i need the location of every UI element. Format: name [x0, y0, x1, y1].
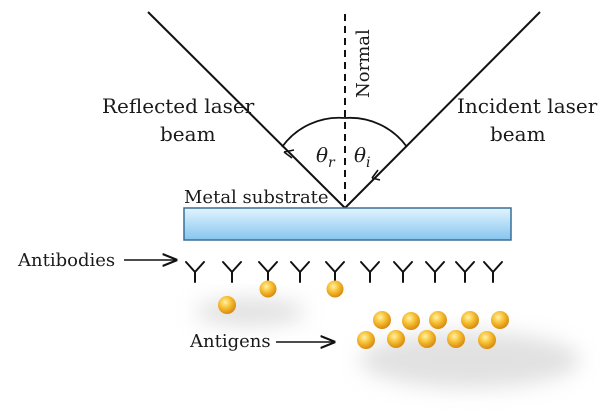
antibody-shape: [258, 261, 278, 283]
antibody: [185, 261, 205, 283]
antibody-shape: [290, 261, 310, 283]
metal-substrate-label: Metal substrate: [184, 187, 329, 208]
antibody: [258, 261, 278, 298]
antigen-shadow-left: [195, 298, 305, 326]
free-antigen: [218, 296, 236, 314]
reflected-label-line2: beam: [160, 122, 216, 146]
antibody-shape: [455, 261, 475, 283]
antibody-shape: [222, 261, 242, 283]
antibody: [222, 261, 242, 283]
incident-beam: [344, 11, 541, 209]
theta-r-arrowhead: [283, 149, 295, 159]
free-antigen: [429, 311, 447, 329]
antibody-shape: [360, 261, 380, 283]
antibody-shape: [425, 261, 445, 283]
normal-label: Normal: [353, 29, 374, 98]
antibody-shape: [185, 261, 205, 283]
antibody-shape: [483, 261, 503, 283]
theta-i-label: θi: [354, 143, 371, 171]
theta-r-arc: [281, 116, 346, 148]
theta-i-arc: [344, 116, 408, 148]
bound-antigen: [326, 280, 344, 298]
antibody-row: [185, 261, 503, 298]
antibody: [360, 261, 380, 283]
antibody-shape: [393, 261, 413, 283]
free-antigen: [447, 330, 465, 348]
antibody: [455, 261, 475, 283]
antibody: [290, 261, 310, 283]
antibody: [325, 261, 345, 298]
antibodies-label: Antibodies: [17, 250, 115, 271]
incident-label-line2: beam: [490, 122, 546, 146]
free-antigen: [491, 311, 509, 329]
bound-antigen: [259, 280, 277, 298]
theta-r-label: θr: [316, 143, 336, 171]
free-antigen: [387, 330, 405, 348]
free-antigen: [402, 312, 420, 330]
free-antigen: [461, 311, 479, 329]
reflected-label-line1: Reflected laser: [102, 94, 255, 118]
free-antigen-cluster: [218, 296, 509, 349]
incident-label-line1: Incident laser: [457, 94, 598, 118]
metal-substrate: [183, 207, 512, 241]
free-antigen: [357, 331, 375, 349]
antigens-label: Antigens: [189, 331, 271, 352]
antigen-shadow-right: [360, 332, 580, 388]
antibody: [425, 261, 445, 283]
theta-i-arrowhead: [371, 169, 381, 181]
free-antigen: [418, 330, 436, 348]
antibody: [483, 261, 503, 283]
reflected-beam: [147, 11, 346, 209]
free-antigen: [478, 331, 496, 349]
antibody: [393, 261, 413, 283]
free-antigen: [373, 311, 391, 329]
antibody-shape: [325, 261, 345, 283]
